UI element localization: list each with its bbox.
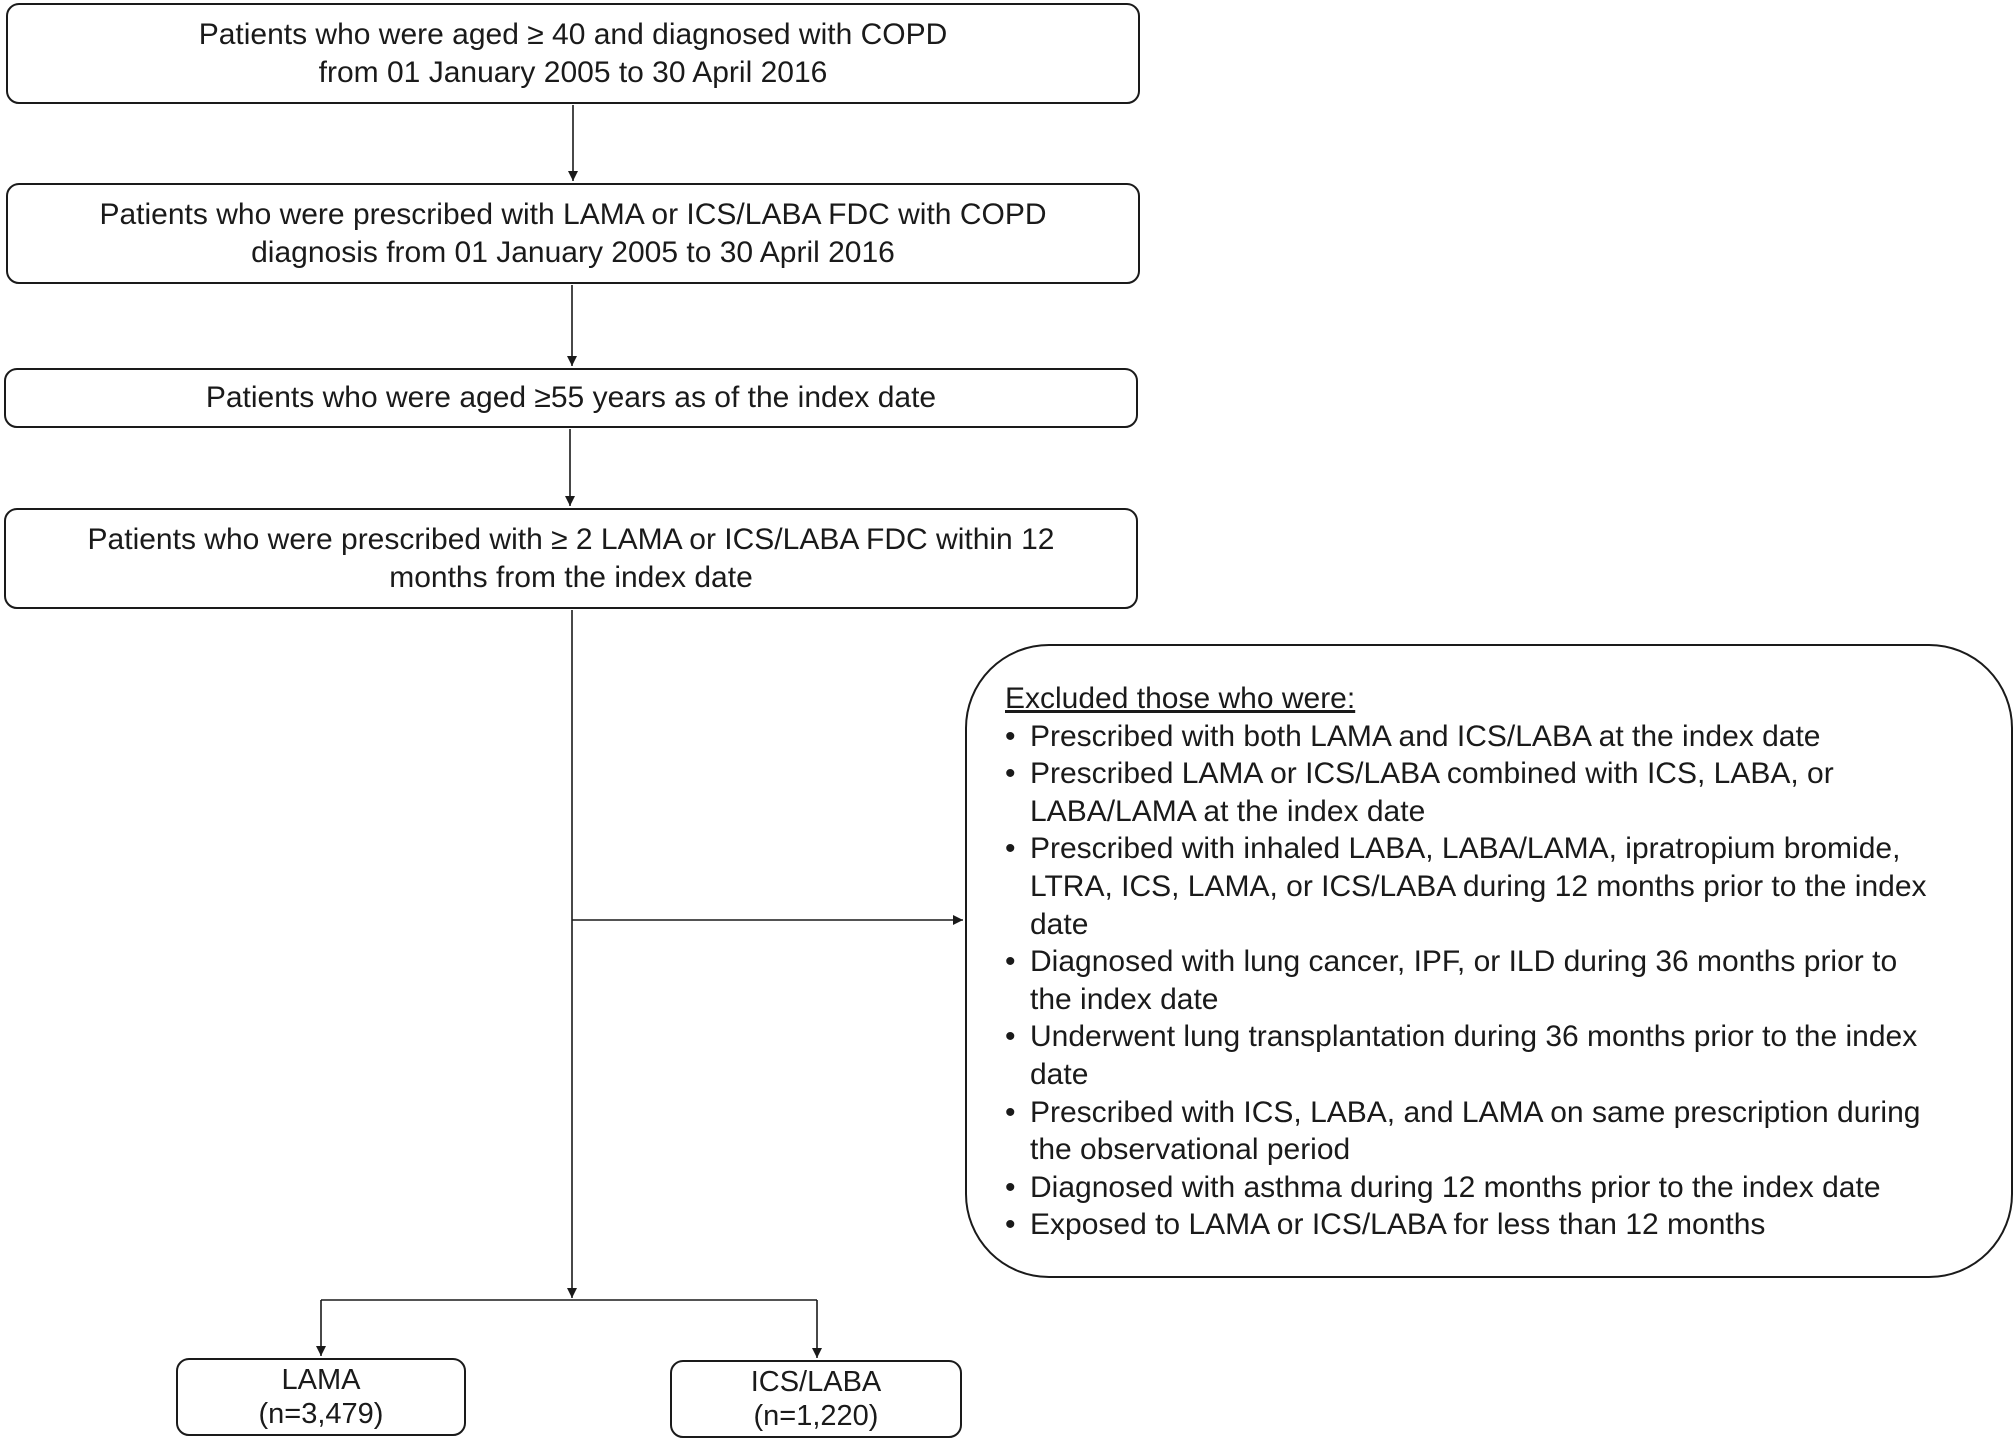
exclusion-item-line: Diagnosed with lung cancer, IPF, or ILD … <box>1030 945 1898 979</box>
step1-text-line1: Patients who were aged ≥ 40 and diagnose… <box>198 17 948 51</box>
bullet-icon: • <box>1005 1170 1016 1204</box>
exclusion-item: • Diagnosed with lung cancer, IPF, or IL… <box>1005 943 1987 1018</box>
icslaba-label: ICS/LABA <box>750 1366 882 1398</box>
lama-count: (n=3,479) <box>258 1398 384 1430</box>
step3-box: Patients who were aged ≥55 years as of t… <box>4 368 1138 428</box>
step4-text-line2: months from the index date <box>389 560 753 594</box>
exclusion-item-line: date <box>1030 1057 1089 1091</box>
exclusion-box: Excluded those who were: • Prescribed wi… <box>965 644 2013 1278</box>
bullet-icon: • <box>1005 1208 1016 1242</box>
step2-text-line2: diagnosis from 01 January 2005 to 30 Apr… <box>251 235 895 269</box>
bullet-icon: • <box>1005 832 1016 866</box>
exclusion-item-line: LABA/LAMA at the index date <box>1030 794 1426 828</box>
exclusion-item-line: Diagnosed with asthma during 12 months p… <box>1030 1170 1881 1204</box>
bullet-icon: • <box>1005 945 1016 979</box>
exclusion-item-line: Prescribed with both LAMA and ICS/LABA a… <box>1030 719 1821 753</box>
icslaba-count: (n=1,220) <box>753 1400 879 1432</box>
bullet-icon: • <box>1005 1095 1016 1129</box>
step3-text-line1: Patients who were aged ≥55 years as of t… <box>205 381 937 414</box>
exclusion-item: • Prescribed LAMA or ICS/LABA combined w… <box>1005 755 1987 830</box>
exclusion-item: • Underwent lung transplantation during … <box>1005 1018 1987 1093</box>
step4-text-line1: Patients who were prescribed with ≥ 2 LA… <box>87 522 1055 556</box>
exclusion-item-line: Underwent lung transplantation during 36… <box>1030 1020 1918 1054</box>
exclusion-item-line: Prescribed LAMA or ICS/LABA combined wit… <box>1030 757 1834 791</box>
bullet-icon: • <box>1005 757 1016 791</box>
lama-label: LAMA <box>281 1364 361 1396</box>
icslaba-group-box: ICS/LABA (n=1,220) <box>670 1360 962 1438</box>
step1-text-line2: from 01 January 2005 to 30 April 2016 <box>318 55 828 89</box>
step2-box: Patients who were prescribed with LAMA o… <box>6 183 1140 284</box>
exclusion-heading: Excluded those who were: <box>1005 682 1356 715</box>
lama-group-box: LAMA (n=3,479) <box>176 1358 466 1436</box>
exclusion-item-line: the observational period <box>1030 1133 1351 1167</box>
bullet-icon: • <box>1005 1020 1016 1054</box>
bullet-icon: • <box>1005 719 1016 753</box>
exclusion-item: • Prescribed with inhaled LABA, LABA/LAM… <box>1005 830 1987 943</box>
exclusion-item-line: date <box>1030 907 1089 941</box>
exclusion-list: • Prescribed with both LAMA and ICS/LABA… <box>1005 718 1987 1244</box>
exclusion-item-line: the index date <box>1030 982 1219 1016</box>
exclusion-item-line: Exposed to LAMA or ICS/LABA for less tha… <box>1030 1208 1766 1242</box>
step4-box: Patients who were prescribed with ≥ 2 LA… <box>4 508 1138 609</box>
exclusion-item: • Exposed to LAMA or ICS/LABA for less t… <box>1005 1206 1987 1244</box>
exclusion-item-line: LTRA, ICS, LAMA, or ICS/LABA during 12 m… <box>1030 869 1927 903</box>
exclusion-item: • Diagnosed with asthma during 12 months… <box>1005 1169 1987 1207</box>
exclusion-item-line: Prescribed with ICS, LABA, and LAMA on s… <box>1030 1095 1921 1129</box>
step1-box: Patients who were aged ≥ 40 and diagnose… <box>6 3 1140 104</box>
step2-text-line1: Patients who were prescribed with LAMA o… <box>99 197 1047 231</box>
exclusion-item: • Prescribed with both LAMA and ICS/LABA… <box>1005 718 1987 756</box>
exclusion-item-line: Prescribed with inhaled LABA, LABA/LAMA,… <box>1030 832 1901 866</box>
exclusion-item: • Prescribed with ICS, LABA, and LAMA on… <box>1005 1094 1987 1169</box>
